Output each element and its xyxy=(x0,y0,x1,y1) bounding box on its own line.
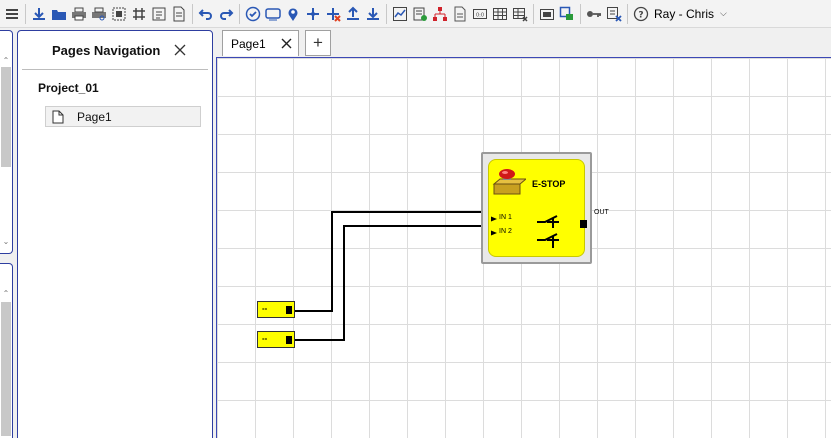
input-block-port[interactable] xyxy=(286,306,292,314)
main-toolbar: 0:0 ? Ray - Chris ⌵ xyxy=(0,0,831,28)
redo-icon[interactable] xyxy=(218,5,235,22)
print-icon[interactable] xyxy=(71,5,88,22)
page-list-item[interactable]: Page1 xyxy=(45,106,201,127)
properties-icon[interactable] xyxy=(151,5,168,22)
report-icon[interactable] xyxy=(412,5,429,22)
close-icon[interactable] xyxy=(174,44,186,56)
svg-text:?: ? xyxy=(638,10,643,20)
help-icon[interactable]: ? xyxy=(633,5,650,22)
port-out[interactable] xyxy=(580,220,587,228)
tab-bar: Page1 + xyxy=(214,28,831,58)
input-block-2[interactable]: -- xyxy=(257,331,295,348)
input-arrows xyxy=(491,216,497,236)
toolbar-separator xyxy=(627,3,628,24)
estop-block[interactable]: E-STOP IN 1 IN 2 xyxy=(481,152,592,264)
estop-title: E-STOP xyxy=(532,179,566,189)
estop-block-body: E-STOP IN 1 IN 2 xyxy=(488,159,587,257)
connect-icon[interactable] xyxy=(305,5,322,22)
network-icon[interactable] xyxy=(432,5,449,22)
scrollbar-thumb[interactable] xyxy=(1,67,11,167)
download-config-icon[interactable] xyxy=(365,5,382,22)
upload-icon[interactable] xyxy=(345,5,362,22)
list-icon[interactable] xyxy=(452,5,469,22)
display-icon[interactable]: 0:0 xyxy=(472,5,489,22)
tab-page1[interactable]: Page1 xyxy=(222,30,299,56)
toolbar-separator xyxy=(192,3,193,24)
table-remove-icon[interactable] xyxy=(512,5,529,22)
grid-icon[interactable] xyxy=(131,5,148,22)
toolbar-separator xyxy=(580,3,581,24)
page-item-label: Page1 xyxy=(77,109,112,124)
contact-symbol-icon xyxy=(537,215,559,248)
scroll-down-icon[interactable]: ⌄ xyxy=(2,237,10,246)
scroll-up-icon[interactable]: ⌃ xyxy=(2,289,10,298)
collapsed-panel-top[interactable]: ⌃ ⌄ xyxy=(0,30,13,254)
undo-icon[interactable] xyxy=(198,5,215,22)
key-icon[interactable] xyxy=(586,5,603,22)
input-block-label: -- xyxy=(262,334,268,343)
user-label: Ray - Chris xyxy=(654,6,715,21)
collapsed-panel-bottom[interactable]: ⌃ xyxy=(0,263,13,438)
document-icon[interactable] xyxy=(171,5,188,22)
scroll-up-icon[interactable]: ⌃ xyxy=(2,56,10,65)
pages-panel-header: Pages Navigation xyxy=(22,31,208,70)
window-icon[interactable] xyxy=(539,5,556,22)
input-block-label: -- xyxy=(262,304,268,313)
add-tab-button[interactable]: + xyxy=(305,30,331,56)
svg-text:0:0: 0:0 xyxy=(476,12,484,18)
user-dropdown-icon[interactable]: ⌵ xyxy=(720,8,727,18)
table-icon[interactable] xyxy=(492,5,509,22)
emergency-button-icon xyxy=(492,169,526,195)
download-icon[interactable] xyxy=(31,5,48,22)
toolbar-separator xyxy=(239,3,240,24)
zoom-fit-icon[interactable] xyxy=(111,5,128,22)
link-icon[interactable] xyxy=(559,5,576,22)
toolbar-separator xyxy=(386,3,387,24)
input-block-port[interactable] xyxy=(286,336,292,344)
pages-panel-title: Pages Navigation xyxy=(52,42,161,58)
chart-icon[interactable] xyxy=(392,5,409,22)
menu-icon[interactable] xyxy=(4,5,21,22)
monitor-icon[interactable] xyxy=(265,5,282,22)
port-in2-label: IN 2 xyxy=(499,228,512,235)
wire-in1[interactable] xyxy=(295,211,487,312)
tab-label: Page1 xyxy=(231,36,266,51)
close-icon[interactable] xyxy=(281,38,292,49)
remove-device-icon[interactable] xyxy=(606,5,623,22)
diagram-canvas[interactable]: E-STOP IN 1 IN 2 OUT -- xyxy=(216,57,831,438)
location-icon[interactable] xyxy=(285,5,302,22)
toolbar-separator xyxy=(25,3,26,24)
port-out-label: OUT xyxy=(594,209,609,216)
scrollbar-thumb[interactable] xyxy=(1,302,11,436)
input-block-1[interactable]: -- xyxy=(257,301,295,318)
project-label[interactable]: Project_01 xyxy=(38,81,99,95)
page-icon xyxy=(52,110,64,123)
open-folder-icon[interactable] xyxy=(51,5,68,22)
port-in1-label: IN 1 xyxy=(499,214,512,221)
print-preview-icon[interactable] xyxy=(91,5,108,22)
validate-icon[interactable] xyxy=(245,5,262,22)
pages-navigation-panel: Pages Navigation Project_01 Page1 xyxy=(17,30,213,438)
wire-in2[interactable] xyxy=(295,225,487,341)
disconnect-icon[interactable] xyxy=(325,5,342,22)
wires-layer xyxy=(295,211,487,341)
toolbar-separator xyxy=(533,3,534,24)
